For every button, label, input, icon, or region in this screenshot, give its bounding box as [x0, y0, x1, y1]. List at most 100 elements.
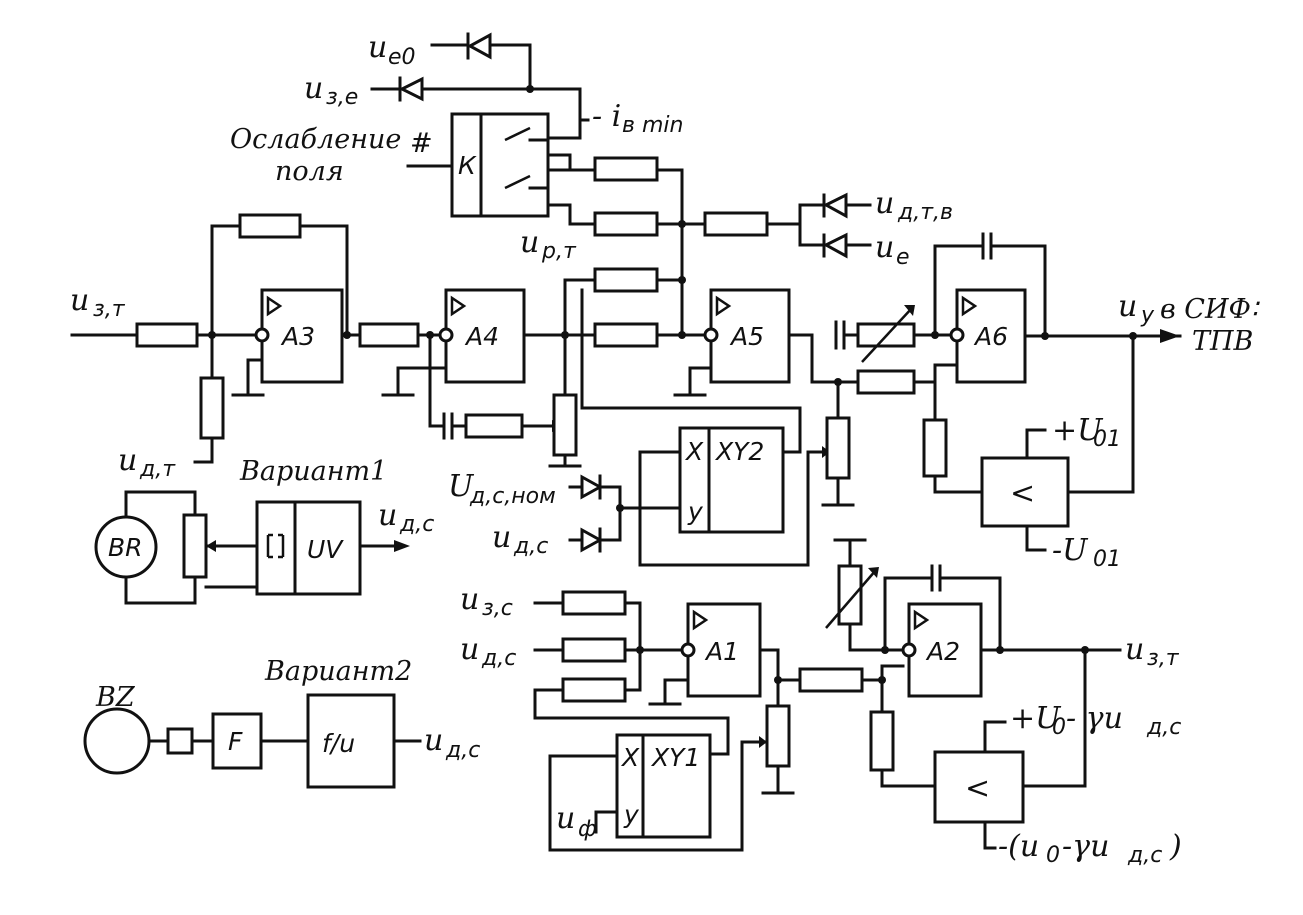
- block-fu: f/u u д,с: [306, 693, 480, 789]
- resistor-r-dt: u д,т: [118, 333, 225, 482]
- svg-text:Ослабление: Ослабление: [230, 124, 401, 155]
- svg-text:A5: A5: [729, 322, 764, 351]
- svg-text:u: u: [118, 443, 137, 478]
- svg-text:A6: A6: [973, 322, 1008, 351]
- input-udc-a1: u д,с: [460, 632, 684, 671]
- svg-text:+U: +U: [1052, 413, 1104, 448]
- svg-text:u: u: [460, 582, 479, 617]
- resistor-r-relay2: [593, 211, 707, 237]
- input-uze: u з,e: [304, 71, 402, 110]
- wire-xy2-feedback: [580, 288, 802, 454]
- svg-text:u: u: [1118, 289, 1137, 324]
- svg-text:#: #: [410, 128, 433, 159]
- svg-text:з,с: з,с: [482, 596, 513, 621]
- svg-text:XY2: XY2: [714, 437, 764, 466]
- svg-text:д,с: д,с: [1127, 843, 1162, 868]
- multiplier-xy2: X y XY2: [616, 426, 785, 534]
- label-ib-min: - i в min: [578, 99, 683, 138]
- input-uzc: u з,с: [460, 582, 642, 654]
- resistor-r-a4-in: [340, 322, 442, 348]
- svg-text:X: X: [620, 743, 640, 772]
- svg-text:з,e: з,e: [326, 85, 358, 110]
- svg-text:e: e: [896, 245, 910, 270]
- svg-text:y: y: [687, 497, 704, 526]
- diode-udtv: u д,т,в: [822, 186, 953, 225]
- svg-text:д,с: д,с: [481, 646, 516, 671]
- svg-text:0: 0: [1046, 843, 1060, 868]
- resistor-r-a3-fb: [210, 213, 349, 337]
- tacho-br: BR: [94, 490, 197, 605]
- svg-text:u: u: [368, 30, 387, 65]
- diode-ud-c: u д,с: [492, 520, 622, 559]
- label-variant2: Вариант2: [264, 656, 412, 687]
- svg-text:Вариант2: Вариант2: [264, 656, 412, 687]
- potentiometer-a1: [753, 676, 802, 795]
- svg-text:д,с: д,с: [513, 534, 548, 559]
- svg-text:в СИФ∶: в СИФ∶: [1160, 294, 1260, 325]
- resistor-r-a6-in2: [856, 363, 957, 422]
- svg-text:01: 01: [1093, 547, 1121, 572]
- svg-text:A1: A1: [704, 637, 739, 666]
- svg-text:р,т: р,т: [541, 239, 577, 264]
- svg-text:UV: UV: [307, 535, 344, 564]
- svg-text:u: u: [492, 520, 511, 555]
- svg-text:в min: в min: [622, 113, 683, 138]
- opamp-a4: A4: [381, 288, 569, 397]
- svg-text:з,т: з,т: [93, 297, 126, 322]
- svg-text:U: U: [448, 469, 475, 504]
- svg-text:u: u: [70, 283, 89, 318]
- svg-text:- i: - i: [592, 99, 621, 134]
- svg-text:u: u: [520, 225, 539, 260]
- svg-text:поля: поля: [275, 156, 344, 187]
- svg-text:e0: e0: [388, 45, 416, 70]
- opamp-a1: A1: [648, 602, 780, 708]
- tacho-bz: BZ: [83, 682, 215, 775]
- svg-text:u: u: [1125, 632, 1144, 667]
- svg-text:u: u: [556, 801, 575, 836]
- potentiometer-a4: [548, 333, 582, 468]
- capacitor-a6-fb: [933, 232, 1047, 338]
- svg-text:XY1: XY1: [650, 743, 700, 772]
- svg-text:з,т: з,т: [1147, 646, 1180, 671]
- svg-text:д,с: д,с: [1146, 715, 1181, 740]
- capacitor-a6-in: [834, 320, 860, 350]
- diode-ue: u e: [822, 230, 910, 270]
- svg-text:ТПВ: ТПВ: [1192, 326, 1253, 357]
- svg-text:u: u: [875, 230, 894, 265]
- relay-wiring: [546, 136, 597, 226]
- svg-text:X: X: [684, 437, 704, 466]
- resistor-r-a1-fb: [533, 650, 730, 756]
- svg-text:u: u: [424, 723, 443, 758]
- svg-text:д,т,в: д,т,в: [897, 200, 953, 225]
- label-uphi: ф: [578, 817, 597, 842]
- svg-text:-U: -U: [1052, 533, 1089, 568]
- resistor-r-relay1: [593, 156, 684, 338]
- svg-text:<: <: [1010, 476, 1035, 511]
- resistor-r-a2-in: [776, 664, 905, 693]
- svg-text:+U: +U: [1010, 701, 1062, 736]
- resistor-r-a6-var: [856, 305, 957, 363]
- resistor-r-a2-var: [825, 538, 905, 654]
- resistor-r-a5-in: [563, 322, 707, 348]
- svg-text:у: у: [1140, 303, 1155, 328]
- svg-text:-(u: -(u: [998, 829, 1039, 864]
- label-field-weakening: Ослабление поля #: [230, 124, 454, 187]
- comparator-a6: < +U 01 -U 01: [980, 334, 1135, 572]
- svg-text:u: u: [304, 71, 323, 106]
- opamp-a6: A6: [949, 288, 1182, 384]
- svg-text:-γu: -γu: [1062, 829, 1109, 864]
- svg-text:д,т: д,т: [139, 457, 176, 482]
- potentiometer-a6: [821, 380, 855, 507]
- multiplier-xy1: X y XY1 u: [548, 733, 757, 852]
- input-ue0: u e0: [368, 30, 470, 70]
- svg-text:Вариант1: Вариант1: [239, 456, 387, 487]
- svg-text:ф: ф: [578, 817, 597, 842]
- rc-a4-feedback: [428, 333, 562, 440]
- input-uzt: u з,т: [70, 283, 139, 337]
- svg-text:д,с: д,с: [399, 512, 434, 537]
- converter-uv: UV u д,с: [204, 498, 434, 596]
- svg-text:u: u: [460, 632, 479, 667]
- resistor-r-a2-lim: [869, 678, 937, 788]
- svg-text:): ): [1169, 829, 1182, 864]
- svg-text:д,с: д,с: [445, 738, 480, 763]
